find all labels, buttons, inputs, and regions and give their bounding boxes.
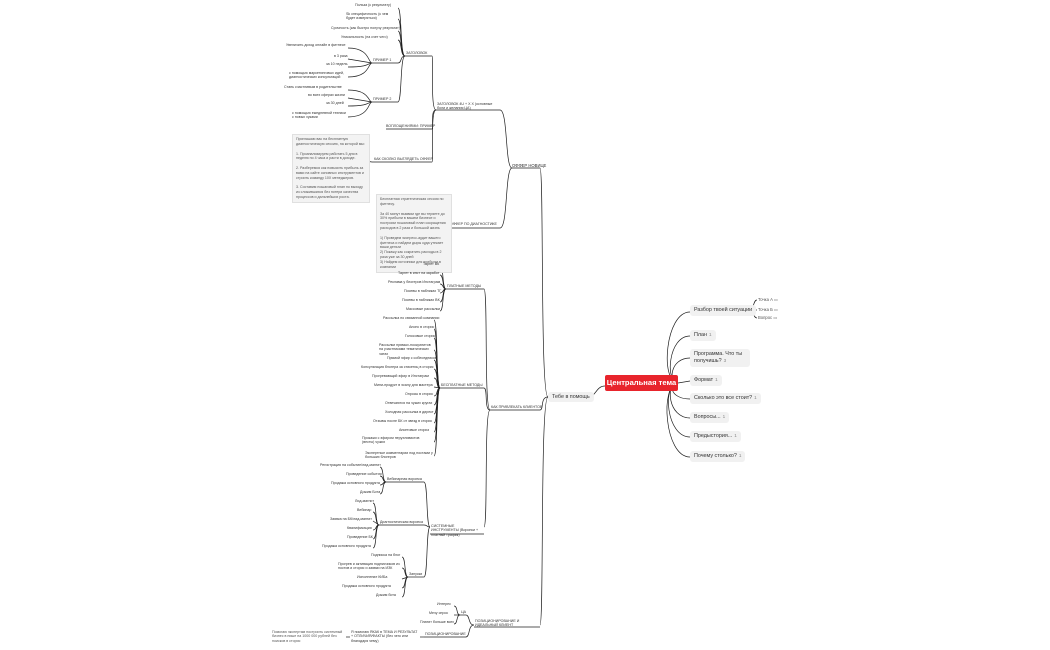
leaf-positioning-text[interactable]: Я помогаю ЯКАК в ТЕМА И РЕЗУЛЬТАТ + ОТЛИ… (351, 630, 418, 643)
leaf-tochka-a[interactable]: Точка А ▭ (758, 297, 778, 302)
leaf-item[interactable]: Платит больше всех (420, 620, 455, 624)
leaf-item[interactable]: Рассылки прямых-ноократитов на участника… (379, 343, 431, 356)
note-positioning: Помогаю экспертам построить системный би… (272, 630, 343, 643)
note-count: 1 (722, 414, 726, 419)
leaf-item[interactable]: Посевы в пабликах ТГ (404, 289, 442, 293)
node-launches[interactable]: Запуски (409, 572, 423, 576)
node-ca[interactable]: ЦА (461, 610, 467, 614)
leaf-item[interactable]: Проведение события (346, 472, 382, 476)
leaf-vopros[interactable]: Вопрос ▭ (758, 315, 778, 320)
note-count: 1 (754, 395, 757, 400)
node-free[interactable]: БЕСПЛАТНЫЕ МЕТОДЫ (441, 383, 483, 387)
branch-offer[interactable]: ОФФЕР НОВИЦЕ (512, 163, 547, 168)
leaf-item[interactable]: Проведение БК (347, 535, 373, 539)
note-count-icon: ▭ (774, 307, 778, 312)
leaf-item[interactable]: за 10 недель (326, 62, 348, 66)
leaf-item[interactable]: Прямой эфир с собеседником (387, 356, 438, 360)
leaf-item[interactable]: Квалификация (347, 526, 372, 530)
leaf-item[interactable]: Прокажи с эфиром нерухливиктов (весты) ч… (362, 436, 420, 445)
node-zagolovok[interactable]: ЗАГОЛОВОК (406, 51, 428, 55)
branch-methods[interactable]: КАК ПРИВЛЕКАТЬ КЛИЕНТОВ (491, 405, 543, 409)
leaf-item[interactable]: Холодная рассылка в директ (385, 410, 434, 414)
leaf-item[interactable]: Отвечаются на чужих кругах (385, 401, 433, 405)
leaf-item[interactable]: Экспертные комментарии под постами у бол… (365, 451, 433, 460)
leaf-item[interactable]: Уникальность (на счет чего) (341, 35, 388, 39)
note-offer-diag: Бесплатная стратегическая сессия по фитн… (376, 194, 452, 273)
note-count: 1 (709, 332, 712, 337)
note-count-icon: ▭ (774, 297, 778, 302)
leaf-item[interactable]: Подписка на блог (371, 553, 401, 557)
note-count: 1 (715, 377, 718, 382)
leaf-item[interactable]: Голосовые сторис (405, 334, 436, 338)
note-count: 3 (723, 358, 727, 364)
node-headline-4u[interactable]: ЗАГОЛОВОК 4U + Х Х (основные боли и жела… (437, 102, 493, 111)
central-topic[interactable]: Центральная тема (605, 375, 678, 391)
leaf-item[interactable]: Реклама у блогеров Инстаграм (388, 280, 441, 284)
node-example-1[interactable]: ПРИМЕР 1 (373, 58, 392, 62)
leaf-item[interactable]: Продажа основного продукта (331, 481, 380, 485)
note-count: 1 (738, 453, 742, 458)
leaf-item[interactable]: Стань счастливым в родительстве (284, 85, 342, 89)
branch-cost[interactable]: Сколько это все стоит?1 (690, 393, 761, 405)
leaf-item[interactable]: Вебинар (357, 508, 372, 512)
leaf-item[interactable]: Срочность (как быстро получу результат) (331, 26, 400, 30)
node-positioning[interactable]: ПОЗИЦИОНИРОВАНИЕ (425, 632, 466, 636)
node-webinar-funnel[interactable]: Вебинарная воронка (387, 477, 422, 481)
leaf-item[interactable]: Прогревающий эфир в Инстаграм (372, 374, 429, 378)
branch-razbor[interactable]: Разбор твоей ситуации (690, 305, 757, 317)
leaf-item[interactable]: Увеличить доход онлайн в фитнесе (286, 43, 346, 47)
leaf-item[interactable]: Польза (к результату) (355, 3, 392, 7)
node-paid[interactable]: ПЛАТНЫЕ МЕТОДЫ (447, 284, 482, 288)
leaf-item[interactable]: Лид-магнит (355, 499, 375, 503)
branch-programma[interactable]: Программа. Что ты получишь?3 (690, 349, 750, 368)
leaf-item[interactable]: Анкетовые сториз (399, 428, 430, 432)
node-example-2[interactable]: ПРИМЕР 2 (373, 97, 392, 101)
leaf-item[interactable]: за 30 дней (326, 101, 344, 105)
leaf-item[interactable]: Интерес (437, 602, 451, 606)
node-how-offer[interactable]: КАК СКОЛКО ВЫГЛЯДЕТЬ ОФФЕР (374, 157, 433, 161)
leaf-item[interactable]: Регистрация на событие/лид-магнит (320, 463, 381, 467)
leaf-item[interactable]: Исполнение КИБа (357, 575, 388, 579)
leaf-item[interactable]: Заявка на БК/лид-магнит (330, 517, 372, 521)
leaf-item[interactable]: Продажа основного продукта (342, 584, 391, 588)
note-count: 1 (734, 433, 737, 438)
note-count-icon: ▭ (773, 315, 778, 320)
node-system[interactable]: СИСТЕМНЫЕ ИНСТРУМЕНТЫ (Воронки + платный… (431, 524, 479, 537)
node-voploshenie[interactable]: ВОПЛОЩЕНИЯМИ: ПРИМЕР (386, 124, 436, 128)
leaf-item[interactable]: Консультация блогера за стикетиц в стори… (361, 365, 434, 369)
branch-questions[interactable]: Вопросы...1 (690, 412, 730, 424)
leaf-item[interactable]: Таргет ВК (423, 262, 440, 266)
leaf-item[interactable]: Прогрев и активация подписчиков из посто… (338, 562, 400, 571)
branch-why-price[interactable]: Почему столько?1 (690, 451, 746, 463)
node-offer-diag[interactable]: ОФФЕР ПО ДИАГНОСТИКЕ (450, 222, 497, 226)
leaf-item[interactable]: Мини-продукт в эсалу для мастера (374, 383, 433, 387)
leaf-item[interactable]: в 3 раза (334, 54, 348, 58)
leaf-item[interactable]: Отзывы после БК от звезд в сторис (373, 419, 433, 423)
leaf-item[interactable]: Продажа основного продукта (322, 544, 371, 548)
branch-positioning[interactable]: ПОЗИЦИОНИРОВАНИЕ И ИДЕАЛЬНЫЙ КЛИЕНТ (475, 619, 520, 628)
leaf-item[interactable]: Таргет в инст на заработ (398, 271, 440, 275)
branch-backstory[interactable]: Предыстория...1 (690, 431, 741, 443)
leaf-item[interactable]: Дожим бота (376, 593, 396, 597)
hub-tebe-v-pomosh[interactable]: Тебе в помощь (548, 392, 594, 402)
leaf-item[interactable]: Массовые рассылки (406, 307, 441, 311)
leaf-item[interactable]: с помощью ежедневной техники с новых хук… (292, 111, 346, 120)
leaf-item[interactable]: Sk специфичность (к чем будет измеряться… (346, 12, 389, 21)
note-how-offer: Приглашаю вас на бесплатную диагностичес… (292, 134, 370, 203)
leaf-item[interactable]: Анонс в сторис (409, 325, 435, 329)
leaf-item[interactable]: Опросы в сторис (405, 392, 434, 396)
leaf-item[interactable]: Рассылка по связанной компании (383, 316, 440, 320)
leaf-item[interactable]: во всех сферах жизни (308, 93, 345, 97)
leaf-tochka-b[interactable]: Точка Б ▭ (758, 307, 778, 312)
leaf-item[interactable]: Дожим Бота (360, 490, 381, 494)
branch-label: Разбор твоей ситуации (694, 307, 753, 313)
node-diag-funnel[interactable]: Диагностическая воронка (380, 520, 423, 524)
leaf-item[interactable]: Мечу спрос (429, 611, 449, 615)
leaf-item[interactable]: Посевы в пабликах ВК (402, 298, 440, 302)
leaf-item[interactable]: с помощью маркетинговых идей, диагностич… (289, 71, 344, 80)
